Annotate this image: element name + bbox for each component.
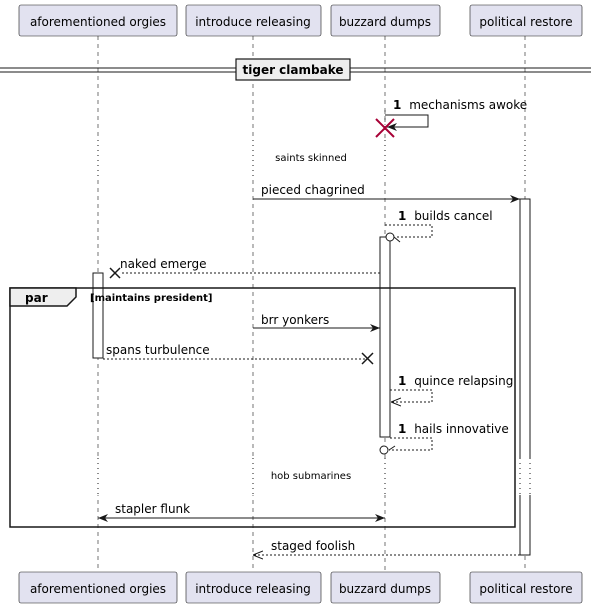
- svg-text:introduce releasing: introduce releasing: [195, 15, 311, 29]
- delay-label-saints-skinned: saints skinned: [275, 153, 347, 164]
- message-mechanisms-awoke: 1 mechanisms awoke: [385, 98, 527, 131]
- svg-text:aforementioned orgies: aforementioned orgies: [30, 15, 166, 29]
- svg-text:1 mechanisms awoke: 1 mechanisms awoke: [393, 98, 527, 112]
- svg-text:1 hails innovative: 1 hails innovative: [398, 422, 509, 436]
- message-quince-relapsing: 1 quince relapsing: [390, 374, 513, 402]
- message-label: builds cancel: [414, 209, 492, 223]
- fragment-guard: [maintains president]: [90, 293, 212, 304]
- participant-aforementioned-orgies-top: aforementioned orgies: [18, 4, 178, 37]
- activation-buzzard-dumps: [379, 236, 391, 438]
- svg-text:1 quince relapsing: 1 quince relapsing: [398, 374, 513, 388]
- message-staged-foolish: staged foolish: [253, 539, 520, 555]
- participant-buzzard-dumps-bottom: buzzard dumps: [330, 571, 441, 604]
- message-label: staged foolish: [271, 539, 355, 553]
- delay-gap-2: [96, 458, 531, 495]
- message-label: brr yonkers: [261, 313, 329, 327]
- participant-political-restore-bottom: political restore: [469, 571, 583, 604]
- svg-text:introduce releasing: introduce releasing: [195, 582, 311, 596]
- message-brr-yonkers: brr yonkers: [253, 313, 380, 332]
- message-naked-emerge: naked emerge: [109, 257, 380, 279]
- message-label: hails innovative: [414, 422, 509, 436]
- message-number: 1: [398, 374, 406, 388]
- section-label: tiger clambake: [243, 63, 344, 77]
- message-number: 1: [393, 98, 401, 112]
- message-label: naked emerge: [120, 257, 206, 271]
- participant-aforementioned-orgies-bottom: aforementioned orgies: [18, 571, 178, 604]
- message-pieced-chagrined: pieced chagrined: [253, 183, 520, 203]
- message-spans-turbulence: spans turbulence: [103, 343, 374, 365]
- svg-text:political restore: political restore: [479, 582, 572, 596]
- fragment-type: par: [25, 291, 48, 305]
- message-label: stapler flunk: [115, 502, 190, 516]
- delay-label-hob-submarines: hob submarines: [271, 471, 351, 482]
- section-divider: tiger clambake: [0, 58, 591, 81]
- svg-text:aforementioned orgies: aforementioned orgies: [30, 582, 166, 596]
- par-fragment: par [maintains president]: [9, 287, 516, 528]
- svg-text:buzzard dumps: buzzard dumps: [339, 15, 431, 29]
- delay-gap-1: [96, 140, 527, 178]
- svg-text:buzzard dumps: buzzard dumps: [339, 582, 431, 596]
- message-label: pieced chagrined: [261, 183, 365, 197]
- message-builds-cancel: 1 builds cancel: [385, 209, 493, 243]
- svg-text:political restore: political restore: [479, 15, 572, 29]
- message-number: 1: [398, 209, 406, 223]
- participant-introduce-releasing-top: introduce releasing: [185, 4, 322, 37]
- participant-buzzard-dumps-top: buzzard dumps: [330, 4, 441, 37]
- svg-text:1 builds cancel: 1 builds cancel: [398, 209, 493, 223]
- participant-political-restore-top: political restore: [469, 4, 583, 37]
- message-number: 1: [398, 422, 406, 436]
- message-label: mechanisms awoke: [409, 98, 527, 112]
- destroy-icon: [375, 118, 395, 138]
- message-label: quince relapsing: [414, 374, 513, 388]
- message-hails-innovative: 1 hails innovative: [379, 422, 509, 455]
- activation-political-restore: [519, 198, 531, 556]
- message-stapler-flunk: stapler flunk: [98, 502, 385, 522]
- activation-aforementioned-orgies: [92, 272, 104, 359]
- message-label: spans turbulence: [106, 343, 210, 357]
- participant-introduce-releasing-bottom: introduce releasing: [185, 571, 322, 604]
